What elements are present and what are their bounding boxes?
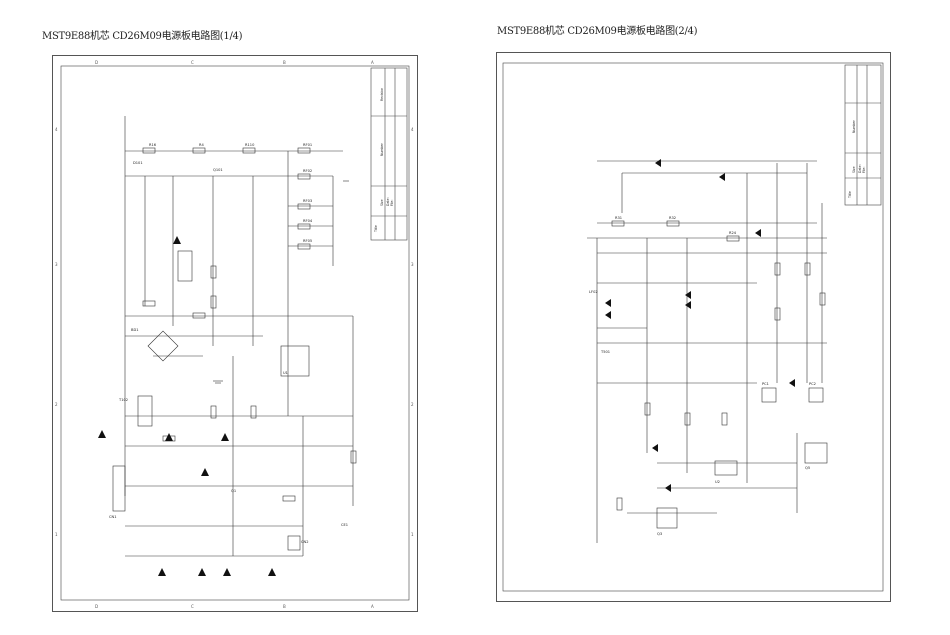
svg-text:4: 4: [411, 127, 414, 132]
svg-text:2: 2: [411, 402, 414, 407]
svg-text:R24: R24: [729, 231, 737, 235]
svg-text:D: D: [95, 604, 98, 609]
svg-text:R110: R110: [245, 143, 255, 147]
svg-text:R4: R4: [199, 143, 204, 147]
svg-text:D101: D101: [133, 161, 143, 165]
svg-text:T102: T102: [118, 398, 128, 402]
svg-text:Date:: Date:: [858, 164, 862, 173]
svg-text:1: 1: [55, 532, 58, 537]
svg-text:Number: Number: [380, 143, 384, 156]
svg-text:U2: U2: [715, 480, 720, 484]
svg-text:Date:: Date:: [386, 197, 390, 206]
svg-text:RF05: RF05: [303, 239, 312, 243]
svg-text:RF04: RF04: [303, 219, 313, 223]
svg-text:B: B: [283, 60, 286, 65]
svg-text:1: 1: [411, 532, 414, 537]
svg-text:PC1: PC1: [762, 382, 769, 386]
svg-text:R31: R31: [615, 216, 622, 220]
svg-text:Q101: Q101: [213, 168, 223, 172]
svg-text:C: C: [191, 60, 194, 65]
svg-text:B: B: [283, 604, 286, 609]
svg-text:CE1: CE1: [341, 523, 348, 527]
svg-text:Size: Size: [380, 199, 384, 206]
svg-text:R32: R32: [669, 216, 676, 220]
svg-text:Number: Number: [852, 120, 856, 133]
svg-text:C: C: [191, 604, 194, 609]
svg-text:CN1: CN1: [109, 515, 116, 519]
svg-text:T501: T501: [600, 350, 610, 354]
svg-text:3: 3: [55, 262, 58, 267]
svg-text:LF02: LF02: [589, 290, 598, 294]
schematic-sheet-2: Title Size Date: File: Number: [496, 52, 891, 602]
svg-text:U1: U1: [283, 371, 288, 375]
svg-text:D: D: [95, 60, 98, 65]
svg-text:Title: Title: [848, 191, 852, 199]
sheet-2-title: MST9E88机芯 CD26M09电源板电路图(2/4): [497, 26, 698, 37]
svg-text:RF01: RF01: [303, 143, 312, 147]
sheet-1-title: MST9E88机芯 CD26M09电源板电路图(1/4): [42, 31, 243, 42]
schematic-sheet-1: Title Size Date: File: Number Revision D…: [52, 55, 418, 612]
svg-text:BD1: BD1: [131, 328, 139, 332]
svg-text:Q5: Q5: [805, 466, 810, 470]
svg-text:RF03: RF03: [303, 199, 312, 203]
svg-text:RF02: RF02: [303, 169, 312, 173]
svg-text:2: 2: [55, 402, 58, 407]
svg-text:A: A: [371, 604, 374, 609]
svg-text:Title: Title: [374, 225, 378, 233]
svg-text:Q1: Q1: [231, 489, 236, 493]
svg-text:File:: File:: [390, 200, 394, 206]
svg-text:Revision: Revision: [380, 88, 384, 101]
svg-text:A: A: [371, 60, 374, 65]
svg-text:CN2: CN2: [301, 540, 308, 544]
svg-text:Q3: Q3: [657, 532, 662, 536]
svg-text:R16: R16: [149, 143, 157, 147]
schematic-2-drawing: Title Size Date: File: Number: [502, 62, 884, 592]
schematic-1-drawing: Title Size Date: File: Number Revision D…: [55, 60, 414, 609]
svg-text:File:: File:: [862, 167, 866, 173]
svg-text:3: 3: [411, 262, 414, 267]
svg-text:4: 4: [55, 127, 58, 132]
svg-text:Size: Size: [852, 166, 856, 173]
svg-text:PC2: PC2: [809, 382, 816, 386]
